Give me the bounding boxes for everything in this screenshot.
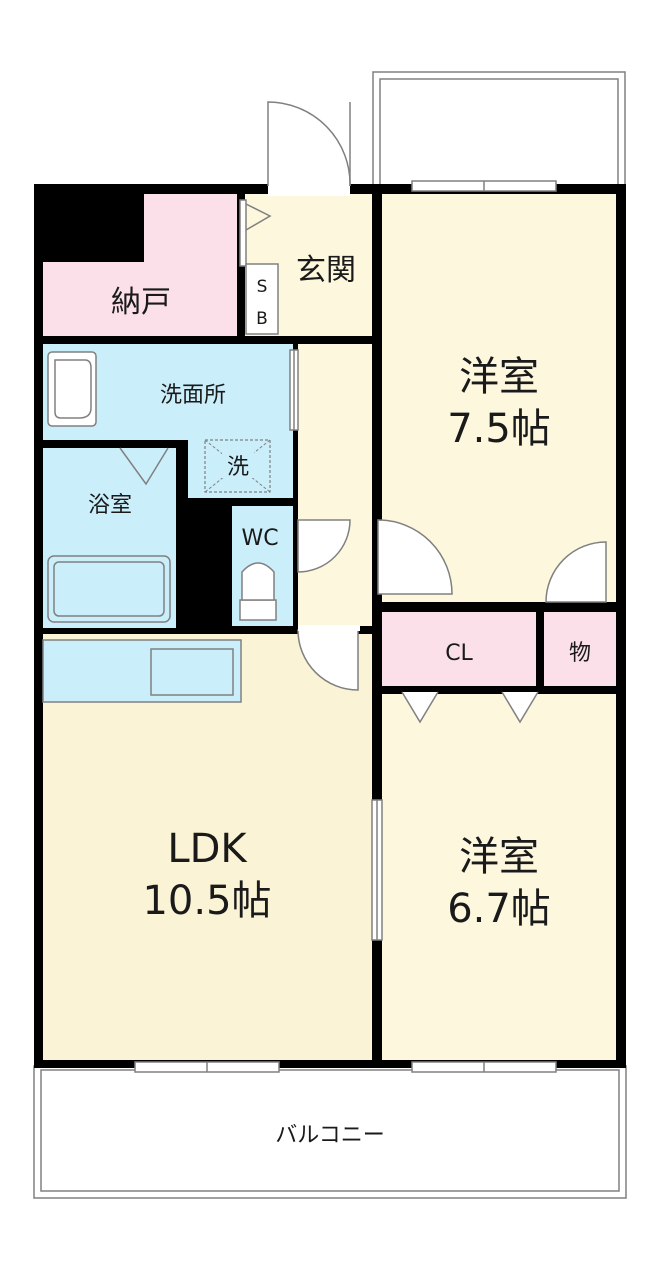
bathtub: [47, 555, 171, 623]
shoebox: [245, 263, 279, 335]
washroom-label: 洗面所: [160, 383, 226, 408]
ldk-size: 10.5帖: [142, 878, 271, 924]
western-7-5-name: 洋室: [459, 354, 539, 400]
bath-door-swing: [119, 447, 169, 486]
western-7-5-door-swing: [377, 519, 453, 595]
hall-floor: [298, 344, 372, 626]
closet-door-right: [501, 691, 539, 724]
bathtub-inner: [53, 561, 165, 617]
storage-label: 納戸: [111, 285, 171, 320]
bathroom-label: 浴室: [88, 493, 132, 518]
ldk-floor: [43, 634, 372, 1060]
shoebox-label-s: S: [257, 277, 268, 297]
storeroom-floor: [544, 612, 616, 686]
toilet-label: WC: [241, 526, 278, 551]
western-6-7-size: 6.7帖: [447, 886, 551, 932]
western-6-7-floor: [382, 694, 616, 1060]
storage-notch: [43, 194, 144, 262]
toilet-door-swing: [297, 519, 351, 573]
toilet-tank: [239, 599, 277, 621]
bathroom-floor: [43, 448, 176, 628]
wash-basin: [47, 351, 97, 427]
toilet-bowl: [241, 562, 275, 601]
hall-door-swing: [297, 629, 359, 691]
washer-space: [204, 439, 271, 493]
western-6-7-name: 洋室: [459, 834, 539, 880]
shoebox-label-b: B: [256, 309, 268, 329]
storeroom-door-swing: [545, 541, 607, 603]
washer-label: 洗: [227, 455, 249, 480]
closet-door-left: [401, 691, 439, 724]
balcony-label: バルコニー: [275, 1123, 385, 1148]
kitchen-counter: [42, 639, 242, 703]
balcony-top-outline: [372, 71, 626, 187]
storeroom-label: 物: [569, 641, 591, 666]
kitchen-sink: [150, 648, 234, 696]
entrance-label: 玄関: [296, 253, 356, 288]
closet-label: CL: [445, 641, 473, 666]
shoebox-door-swing: [245, 203, 272, 231]
wash-basin-bowl: [54, 359, 92, 419]
closet-floor: [382, 612, 536, 686]
entrance-door-swing: [267, 101, 351, 187]
ldk-name: LDK: [167, 826, 248, 872]
western-7-5-size: 7.5帖: [447, 406, 551, 452]
